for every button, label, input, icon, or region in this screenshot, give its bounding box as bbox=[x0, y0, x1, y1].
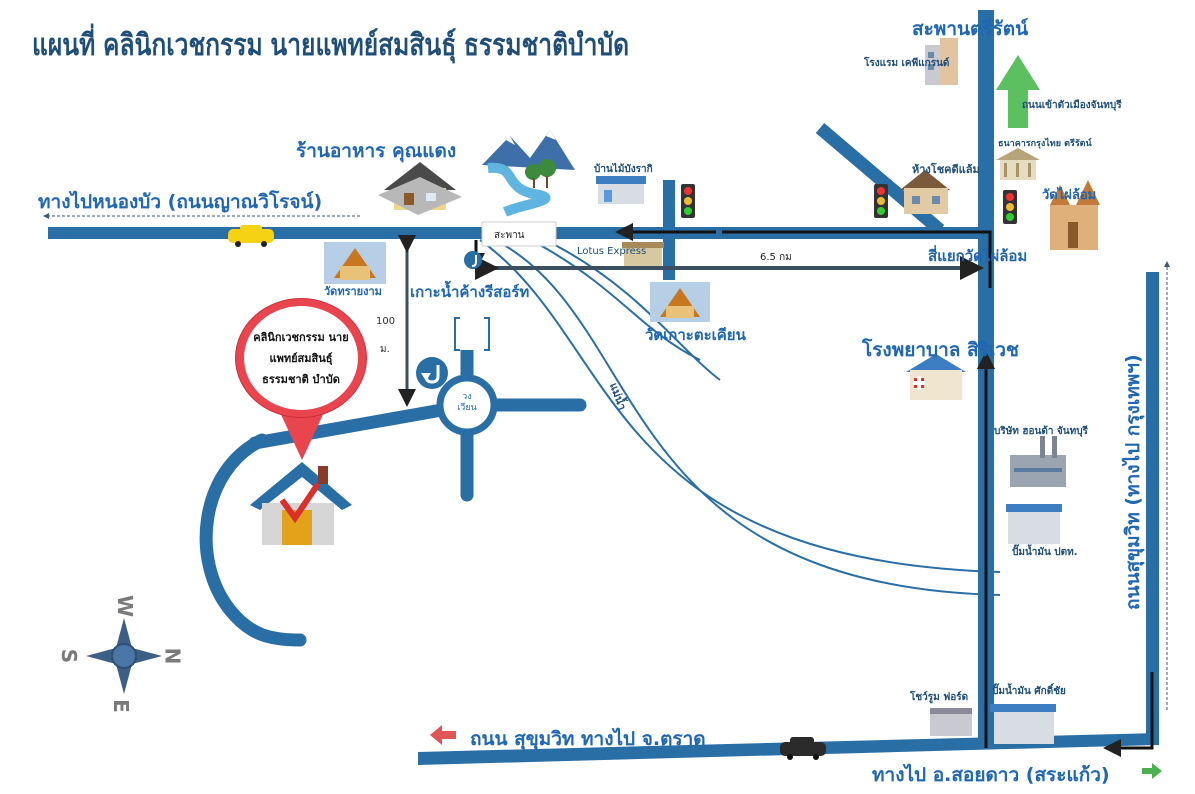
label-intersection: สี่แยกวัดไผ่ล้อม bbox=[928, 247, 1028, 265]
label-nong-bua: ทางไปหนองบัว (ถนนญาณวิโรจน์) bbox=[38, 191, 323, 213]
label-bridge-small: สะพาน bbox=[494, 230, 525, 241]
label-wat-ko-takhian: วัดเกาะตะเคียน bbox=[645, 326, 746, 344]
arrow-right-green-icon bbox=[1142, 763, 1162, 779]
bridge-box bbox=[481, 221, 557, 247]
compass-icon bbox=[86, 618, 162, 694]
entrance-bracket-right bbox=[484, 317, 490, 351]
taxi-icon bbox=[228, 225, 274, 247]
road-side-short bbox=[663, 180, 675, 280]
road-clinic-curve bbox=[199, 433, 307, 647]
label-ban-pin: บ้านไม้บังรากิ bbox=[594, 164, 653, 175]
clinic-pin-inner: คลินิกเวชกรรม นายแพทย์สมสินธุ์ ธรรมชาติ … bbox=[244, 306, 358, 410]
showroom-icon bbox=[930, 708, 972, 736]
compass-e: E bbox=[108, 699, 133, 713]
river-curve-2 bbox=[494, 239, 1001, 596]
label-gas-saksri: ปั๊มน้ำมัน ศักดิ์ชัย bbox=[992, 686, 1066, 697]
road-roundabout-west bbox=[248, 398, 477, 450]
u-turn-sign-icon bbox=[416, 357, 448, 389]
arrow-left-red-icon bbox=[430, 725, 456, 745]
label-roundabout: วง เวียน bbox=[457, 392, 477, 413]
temple-icon-phai-lom bbox=[1050, 180, 1100, 250]
label-wat-sai-ngam: วัดทรายงาม bbox=[324, 285, 382, 298]
compass-w: W bbox=[113, 594, 138, 618]
label-gas-ptt: ปั๊มน้ำมัน ปตท. bbox=[1012, 547, 1078, 558]
house-icon bbox=[378, 162, 462, 215]
entrance-bracket-left bbox=[454, 317, 460, 351]
factory-icon bbox=[1010, 436, 1066, 487]
clinic-house-icon bbox=[250, 462, 352, 545]
label-sukhumvit-bkk: ถนนสุขุมวิท (ทางไป กรุงเทพฯ) bbox=[1122, 354, 1144, 610]
gas-station-icon-ban-pin bbox=[596, 176, 646, 204]
gas-station-icon-ptt bbox=[1006, 504, 1062, 544]
traffic-light-icon bbox=[874, 184, 888, 218]
gas-station-icon-saksri bbox=[990, 704, 1056, 744]
temple-icon-ko-takhian bbox=[650, 282, 710, 322]
compass-s: S bbox=[57, 648, 82, 664]
label-hotel-kp: โรงแรม เคพีแกรนด์ bbox=[864, 58, 950, 69]
label-bank: ธนาคารกรุงไทย ตรีรัตน์ bbox=[998, 139, 1092, 149]
lotus-building-icon bbox=[622, 242, 664, 266]
hotel-icon bbox=[925, 38, 958, 85]
compass-n: N bbox=[160, 647, 185, 665]
up-arrow-icon bbox=[996, 55, 1040, 128]
car-icon bbox=[780, 737, 826, 760]
river-curve-1 bbox=[479, 239, 1001, 573]
label-company: บริษัท ฮอนด้า จันทบุรี bbox=[994, 426, 1088, 437]
label-distance-6-5: 6.5 กม bbox=[760, 252, 792, 263]
pin-pointer bbox=[278, 408, 326, 460]
label-lotus: Lotus Express bbox=[577, 246, 647, 257]
label-into-city: ถนนเข้าตัวเมืองจันทบุรี bbox=[1022, 100, 1122, 111]
label-sukhumvit-trat: ถนน สุขุมวิท ทางไป จ.ตราด bbox=[470, 728, 706, 750]
label-shop: ห้างโชคดีแล้ม bbox=[912, 163, 980, 176]
roundabout bbox=[436, 374, 498, 436]
bank-icon bbox=[996, 148, 1040, 180]
route-line-top bbox=[722, 230, 992, 288]
road-sukhumvit-right bbox=[1146, 272, 1159, 745]
label-ko-nam-khang: เกาะน้ำค้างรีสอร์ท bbox=[410, 283, 530, 301]
label-bridge-tri: สะพานตรีรัตน์ bbox=[912, 18, 1029, 40]
page-title: แผนที่ คลินิกเวชกรรม นายแพทย์สมสินธุ์ ธร… bbox=[32, 28, 630, 63]
traffic-light-icon bbox=[681, 184, 695, 218]
temple-icon-sai-ngam bbox=[324, 242, 386, 284]
mountain-river-icon bbox=[482, 130, 575, 217]
label-unit-m: ม. bbox=[380, 344, 390, 355]
label-wat-phai-lom: วัดไผ่ล้อม bbox=[1042, 188, 1097, 203]
label-hospital: โรงพยาบาล สิริเวช bbox=[862, 339, 1019, 361]
label-distance-100: 100 bbox=[376, 316, 396, 327]
clinic-pin: คลินิกเวชกรรม นายแพทย์สมสินธุ์ ธรรมชาติ … bbox=[236, 299, 366, 417]
label-showroom: โชว์รูม ฟอร์ด bbox=[910, 692, 969, 703]
hospital-icon bbox=[906, 354, 966, 400]
label-restaurant: ร้านอาหาร คุณแดง bbox=[296, 140, 457, 162]
house-icon-shop bbox=[900, 170, 950, 214]
u-turn-small-icon bbox=[464, 251, 482, 269]
traffic-light-icon bbox=[1003, 190, 1017, 224]
label-soi-dao: ทางไป อ.สอยดาว (สระแก้ว) bbox=[872, 764, 1110, 786]
clinic-pin-text: คลินิกเวชกรรม นายแพทย์สมสินธุ์ ธรรมชาติ … bbox=[253, 330, 349, 386]
